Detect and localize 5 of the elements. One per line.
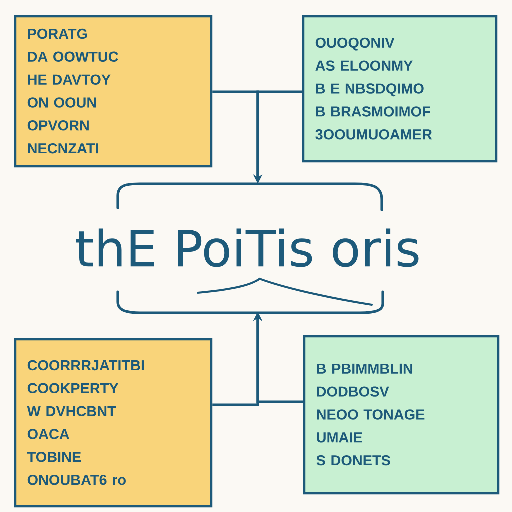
text-box: OUOQONIV AS ELOONMY B E NBSDQIMO B BRASMOIMOF 3OOUMUOAMER [302,15,498,163]
text-box: COORRRJATITBI COOKPERTY W DVHCBNT OACA TOBINE ONOUBAT6 ro [14,338,213,508]
title-text: thE PoiTis oris [76,228,419,268]
text-box: B PBIMMBLIN DODBOSV NEOO TONAGE UMAIE S DONETS [303,335,500,495]
text-box: PORATG DA OOWTUC HE DAVTOY ON OOUN OPVORN NECNZATI [14,15,213,168]
